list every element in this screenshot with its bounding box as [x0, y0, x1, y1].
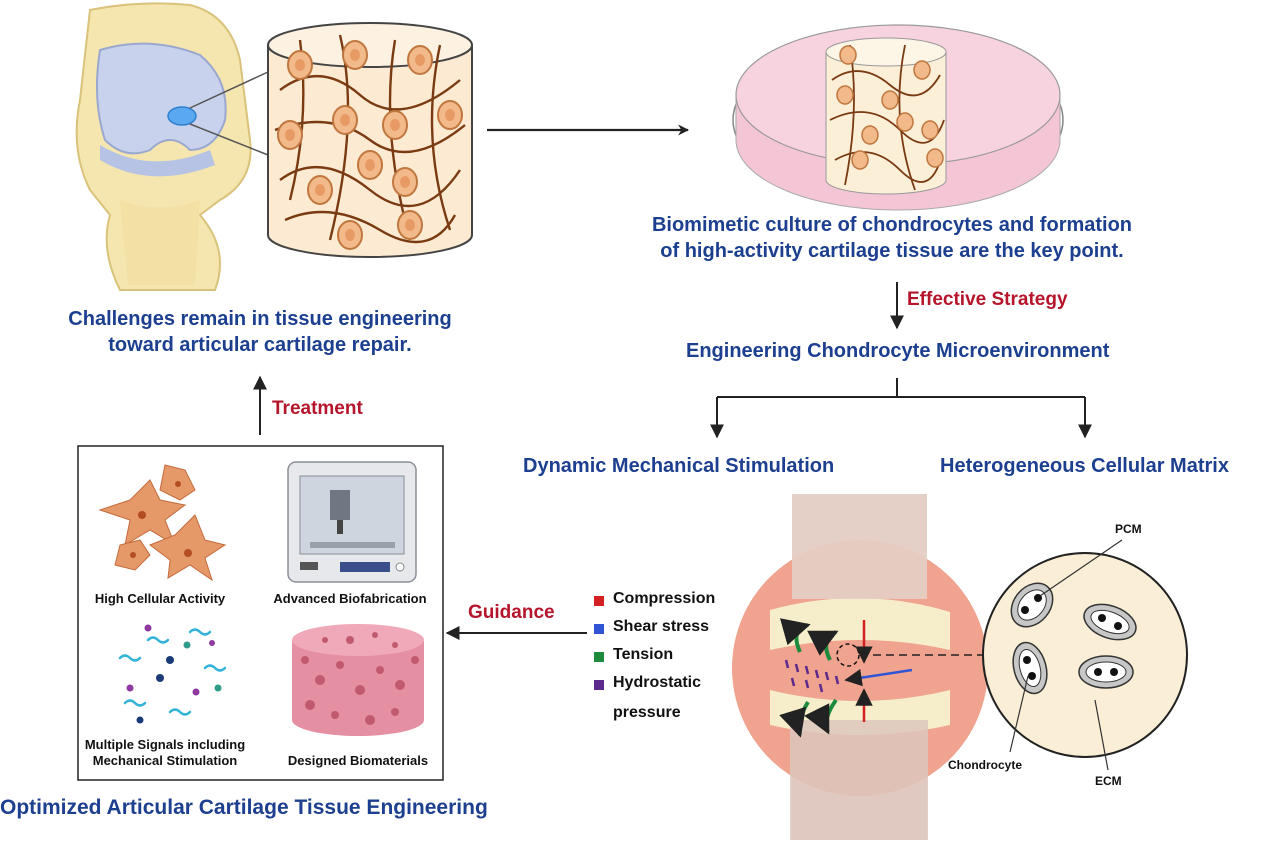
- legend-compression: Compression: [613, 590, 716, 607]
- panel-cell-activity-label: High Cellular Activity: [94, 591, 226, 606]
- panel-biomaterials-label: Designed Biomaterials: [287, 753, 429, 768]
- chondrocyte-label: Chondrocyte: [948, 758, 1023, 772]
- panel-signals-line-2: Mechanical Stimulation: [92, 753, 238, 768]
- legend-swatches: [594, 596, 604, 690]
- biomimetic-title: Biomimetic culture of chondrocytes and f…: [612, 212, 1172, 264]
- legend-pressure: pressure: [613, 704, 681, 721]
- matrix-circle-illustration: [982, 539, 1188, 771]
- biomaterial-illustration: [292, 624, 424, 736]
- joint-mechanics-illustration: [732, 494, 988, 840]
- biomimetic-line-1: Biomimetic culture of chondrocytes and f…: [651, 214, 1133, 236]
- microenvironment-title: Engineering Chondrocyte Microenvironment: [686, 340, 1110, 362]
- signals-illustration: [118, 628, 227, 716]
- bioprinter-illustration: [287, 461, 417, 583]
- knee-joint-illustration: [75, 2, 269, 291]
- panel-signals-line-1: Multiple Signals including: [84, 737, 246, 752]
- cells-illustration: [98, 464, 227, 582]
- challenges-line-2: toward articular cartilage repair.: [108, 334, 412, 356]
- branch-mechanical-stimulation: Dynamic Mechanical Stimulation: [523, 455, 835, 477]
- scaffold-cylinder: [267, 22, 473, 258]
- branch-connector: [710, 378, 1092, 439]
- challenges-line-1: Challenges remain in tissue engineering: [68, 308, 452, 330]
- petri-dish-culture: [732, 24, 1064, 211]
- guidance-label: Guidance: [468, 602, 555, 623]
- panel-signals-label: Multiple Signals including Mechanical St…: [80, 737, 250, 769]
- legend-shear-stress: Shear stress: [613, 618, 710, 635]
- branch-cellular-matrix: Heterogeneous Cellular Matrix: [940, 455, 1229, 477]
- legend-tension: Tension: [613, 646, 674, 663]
- challenges-title: Challenges remain in tissue engineering …: [38, 306, 482, 358]
- treatment-label: Treatment: [272, 398, 363, 419]
- legend-hydrostatic: Hydrostatic: [613, 674, 702, 691]
- ecm-label: ECM: [1095, 774, 1122, 788]
- strategy-label: Effective Strategy: [907, 289, 1068, 310]
- bottom-title: Optimized Articular Cartilage Tissue Eng…: [0, 796, 488, 819]
- biomimetic-line-2: of high-activity cartilage tissue are th…: [660, 240, 1124, 262]
- panel-biofabrication-label: Advanced Biofabrication: [273, 591, 427, 606]
- pcm-label: PCM: [1115, 522, 1142, 536]
- signal-dots: [126, 624, 222, 724]
